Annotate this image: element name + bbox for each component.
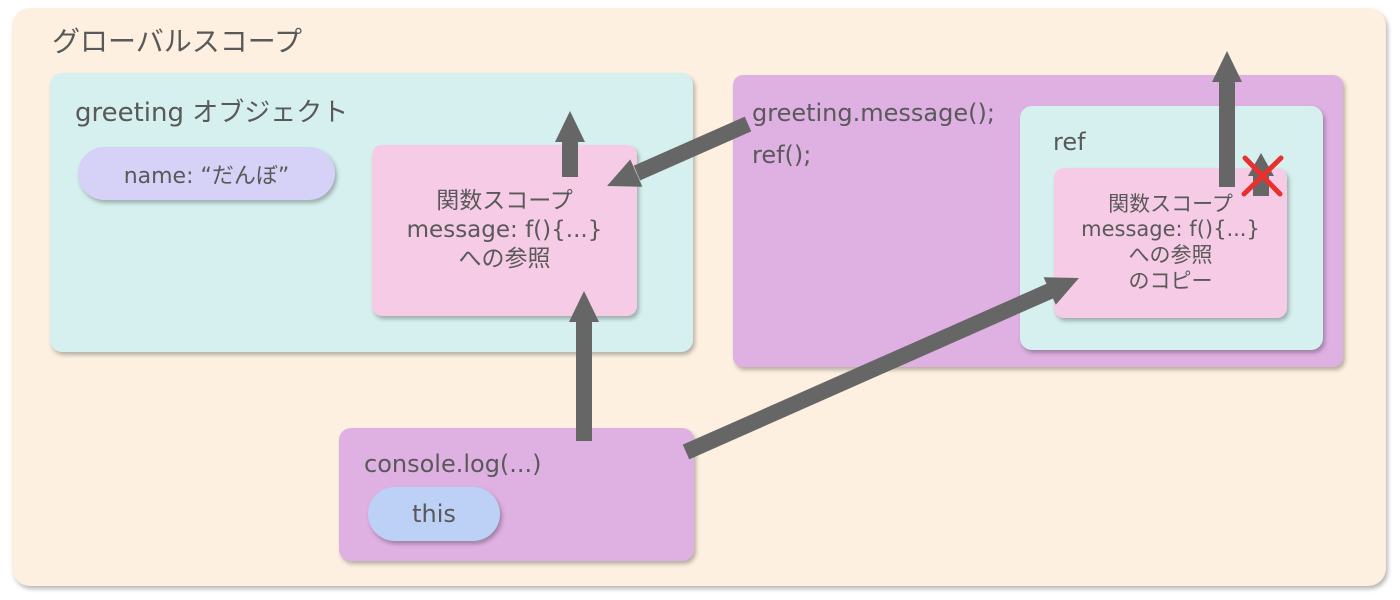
- greeting-object-title: greeting オブジェクト: [75, 98, 349, 128]
- name-property-label: name: “だんぼ”: [123, 163, 290, 189]
- function-scope-box: 関数スコープ message: f(){...} への参照: [372, 145, 637, 316]
- this-pill: this: [368, 487, 500, 541]
- function-scope-copy-line: 関数スコープ: [1108, 191, 1233, 216]
- ref-call-code: ref();: [752, 141, 812, 169]
- function-scope-line: 関数スコープ: [436, 188, 573, 214]
- function-scope-line: への参照: [458, 246, 551, 272]
- console-log-title: console.log(...): [364, 450, 542, 478]
- method-call-code: greeting.message();: [752, 99, 995, 127]
- ref-variable-title: ref: [1053, 128, 1086, 156]
- function-scope-copy-box: 関数スコープ message: f(){...} への参照 のコピー: [1054, 168, 1287, 318]
- function-scope-copy-line: のコピー: [1128, 268, 1213, 293]
- function-scope-copy-line: への参照: [1128, 243, 1213, 267]
- function-scope-line: message: f(){...}: [406, 217, 603, 243]
- this-label: this: [412, 500, 456, 528]
- function-scope-copy-line: message: f(){...}: [1081, 217, 1260, 242]
- name-property-pill: name: “だんぼ”: [78, 147, 335, 200]
- global-scope-title: グローバルスコープ: [52, 25, 303, 58]
